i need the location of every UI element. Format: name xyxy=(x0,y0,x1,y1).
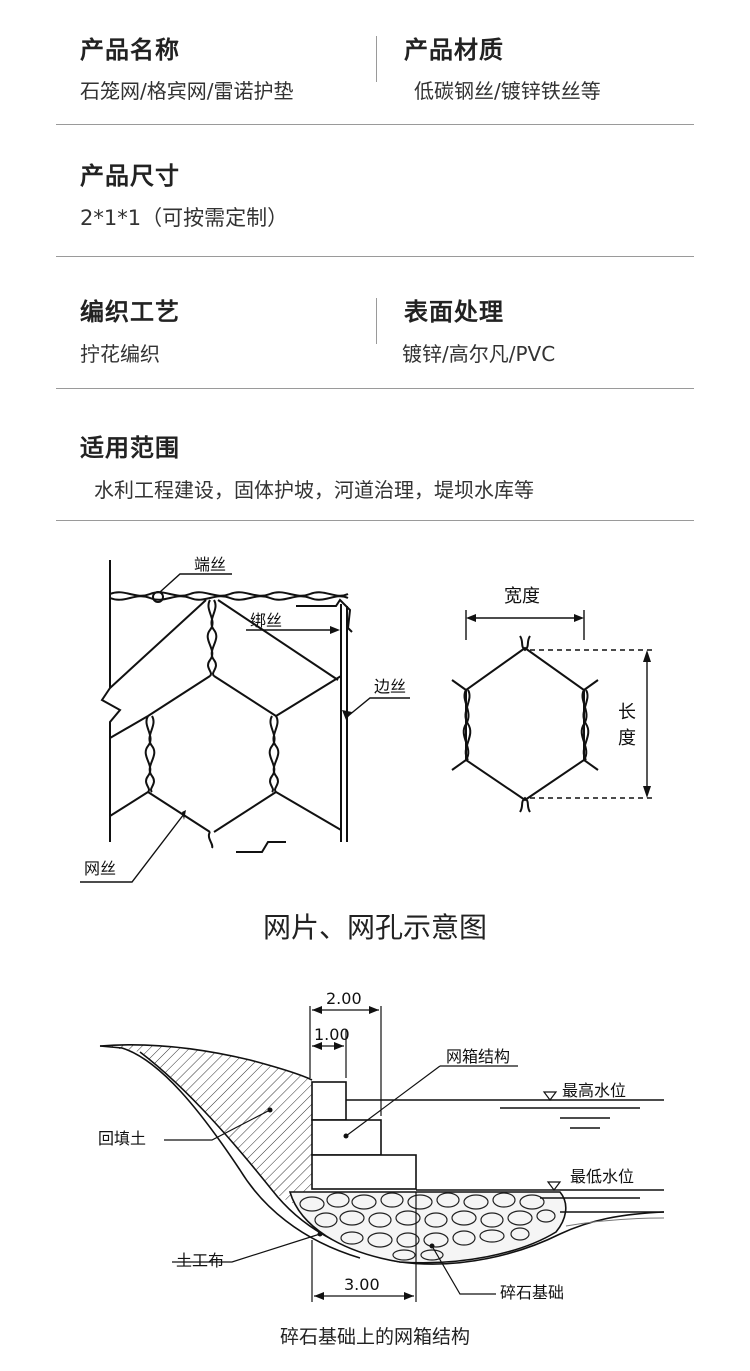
highest-water-label: 最高水位 xyxy=(562,1081,626,1100)
edge-wire-label: 边丝 xyxy=(374,677,406,696)
divider xyxy=(56,388,694,389)
spec-surface-title: 表面处理 xyxy=(404,298,504,326)
dim-top-inner: 1.00 xyxy=(314,1025,350,1044)
gabion-label: 网箱结构 xyxy=(446,1047,510,1066)
lowest-water-label: 最低水位 xyxy=(570,1167,634,1186)
dim-bottom: 3.00 xyxy=(344,1275,380,1294)
gravel-base xyxy=(288,1191,567,1264)
structure-diagram-caption: 碎石基础上的网箱结构 xyxy=(279,1326,470,1348)
spec-divider xyxy=(376,298,377,344)
hole-length-label-1: 长 xyxy=(618,702,636,723)
spec-weave-value: 拧花编织 xyxy=(80,342,160,366)
mesh-hole xyxy=(451,635,599,813)
spec-usage-title: 适用范围 xyxy=(80,434,180,462)
structure-diagram: 2.00 1.00 3.00 网箱结构 最高水位 最低水位 回填土 土工布 碎石… xyxy=(98,989,665,1302)
backfill-soil xyxy=(100,1044,312,1210)
mesh-diagram-caption: 网片、网孔示意图 xyxy=(262,911,487,944)
backfill-label: 回填土 xyxy=(98,1129,146,1148)
spec-size-title: 产品尺寸 xyxy=(80,162,180,190)
divider xyxy=(56,124,694,125)
spec-divider xyxy=(376,36,377,82)
spec-name-title: 产品名称 xyxy=(80,36,180,64)
binding-wire-label: 绑丝 xyxy=(250,611,282,630)
spec-size-value: 2*1*1（可按需定制） xyxy=(80,206,289,230)
mesh-diagram: 端丝 绑丝 边丝 网丝 宽度 长 度 xyxy=(80,555,656,883)
spec-name-value: 石笼网/格宾网/雷诺护垫 xyxy=(80,79,294,103)
spec-surface-value: 镀锌/高尔凡/PVC xyxy=(402,342,556,366)
divider xyxy=(56,520,694,521)
mesh-wire-leader xyxy=(80,813,185,883)
spec-weave-title: 编织工艺 xyxy=(80,298,180,326)
spec-material-value: 低碳钢丝/镀锌铁丝等 xyxy=(414,79,601,103)
spec-material-title: 产品材质 xyxy=(404,36,504,64)
edge-wire-leader xyxy=(347,697,410,717)
hole-length-label-2: 度 xyxy=(618,728,636,749)
end-wire-label: 端丝 xyxy=(194,555,226,574)
dim-top-outer: 2.00 xyxy=(326,989,362,1008)
end-wire-leader xyxy=(159,573,232,593)
spec-usage-value: 水利工程建设，固体护坡，河道治理，堤坝水库等 xyxy=(94,478,534,502)
mesh-wire-label: 网丝 xyxy=(84,859,116,878)
geotextile-label: 土工布 xyxy=(176,1251,224,1270)
hole-width-label: 宽度 xyxy=(504,586,540,607)
gravel-base-label: 碎石基础 xyxy=(500,1283,564,1302)
gabion-boxes xyxy=(311,1081,417,1190)
divider xyxy=(56,256,694,257)
mesh-panel xyxy=(100,560,353,853)
